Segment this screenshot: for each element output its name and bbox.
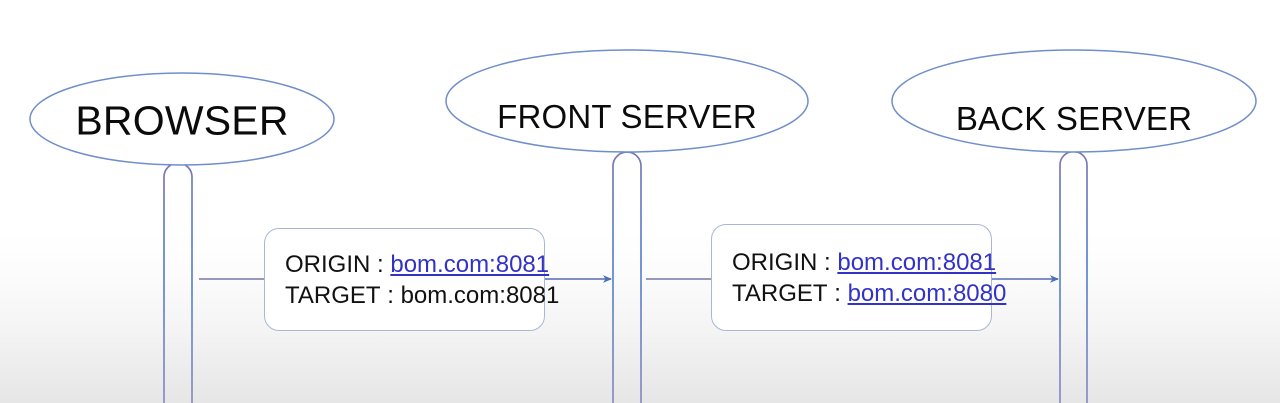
message-1-row-origin: ORIGIN : bom.com:8081	[285, 249, 549, 280]
message-2-target-key: TARGET	[732, 279, 828, 307]
message-2-origin-separator	[817, 249, 824, 276]
browser-ellipse[interactable]	[29, 72, 335, 166]
message-1-origin-value[interactable]: bom.com:8081	[390, 250, 550, 278]
message-box-2[interactable]: ORIGIN : bom.com:8081 TARGET : bom.com:8…	[711, 224, 1006, 331]
message-2-row-origin: ORIGIN : bom.com:8081	[732, 247, 996, 278]
node-shapes-group	[29, 49, 1257, 166]
message-1-target-colon: :	[387, 281, 394, 309]
message-2-origin-key: ORIGIN	[732, 248, 818, 276]
browser-node-label: BROWSER	[75, 97, 289, 144]
message-2-target-value[interactable]: bom.com:8080	[847, 279, 1007, 307]
message-2-origin-colon: :	[824, 248, 831, 276]
front-server-ellipse[interactable]	[445, 49, 809, 153]
message-2-origin-value[interactable]: bom.com:8081	[837, 248, 997, 276]
message-1-target-key: TARGET	[285, 281, 381, 309]
message-1-target-value: bom.com:8081	[400, 281, 560, 309]
front-server-node-label: FRONT SERVER	[497, 98, 757, 135]
message-2-row-target: TARGET : bom.com:8080	[732, 278, 1006, 309]
browser-lifeline	[163, 162, 193, 403]
message-2-target-space	[841, 280, 848, 307]
message-1-origin-colon: :	[377, 250, 384, 278]
message-1-origin-key: ORIGIN	[285, 250, 371, 278]
front-lifeline	[612, 151, 642, 403]
message-1-target-space	[394, 282, 401, 309]
back-lifeline	[1059, 150, 1088, 403]
message-2-target-colon: :	[834, 279, 841, 307]
message-1-row-target: TARGET : bom.com:8081	[285, 280, 559, 311]
message-1-origin-separator	[370, 251, 377, 278]
back-server-node-label: BACK SERVER	[955, 100, 1193, 137]
back-server-ellipse[interactable]	[891, 49, 1257, 153]
message-box-1[interactable]: ORIGIN : bom.com:8081 TARGET : bom.com:8…	[264, 228, 559, 331]
